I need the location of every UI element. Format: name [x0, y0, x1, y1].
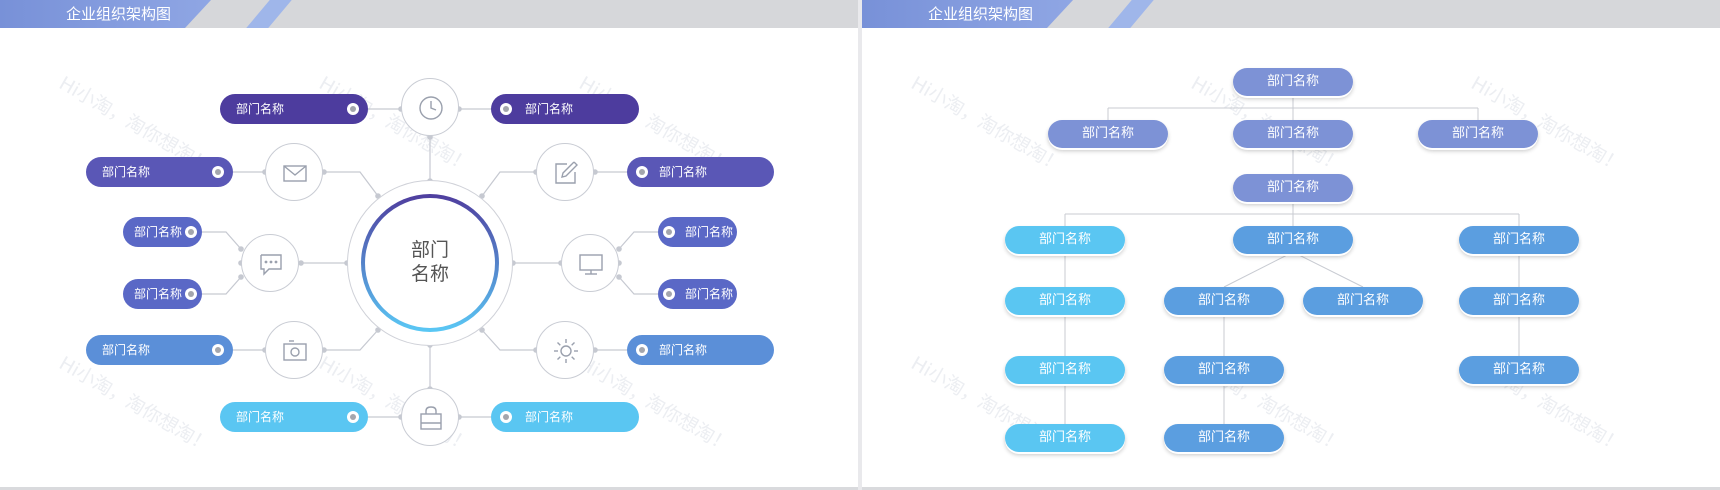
dept-pill-label: 部门名称: [525, 410, 574, 424]
pill-dot: [636, 344, 648, 356]
center-label-line1: 部门: [410, 239, 449, 261]
center-label-line2: 名称: [410, 263, 449, 285]
pill-dot: [636, 166, 648, 178]
org-node[interactable]: 部门名称: [1005, 226, 1125, 254]
dept-pill[interactable]: 部门名称: [627, 335, 774, 365]
pill-dot: [347, 103, 359, 115]
org-node[interactable]: 部门名称: [1233, 226, 1353, 254]
pill-dot: [500, 411, 512, 423]
pill-dot: [212, 344, 224, 356]
org-node[interactable]: 部门名称: [1164, 356, 1284, 384]
dept-pill[interactable]: 部门名称: [658, 217, 737, 247]
dept-pill[interactable]: 部门名称: [86, 335, 233, 365]
dept-pill-label: 部门名称: [525, 102, 574, 116]
dept-pill[interactable]: 部门名称: [491, 94, 639, 124]
pill-dot: [663, 288, 675, 300]
bag-icon: [401, 388, 459, 446]
tree-connectors: [1064, 95, 1520, 424]
slide-right: 企业组织架构图 Hi小淘，淘你想淘！ Hi小淘，淘你想淘！ Hi小淘，淘你想淘！…: [862, 0, 1720, 490]
dept-pill-label: 部门名称: [134, 287, 183, 301]
image-icon: [265, 321, 323, 379]
sun-icon: [536, 321, 594, 379]
dept-pill[interactable]: 部门名称: [220, 94, 368, 124]
org-node-root[interactable]: 部门名称: [1233, 68, 1353, 96]
dept-pill-label: 部门名称: [659, 165, 708, 179]
chat-icon: [241, 234, 299, 292]
org-node[interactable]: 部门名称: [1418, 120, 1538, 148]
dept-pill-label: 部门名称: [236, 410, 285, 424]
monitor-icon: [561, 234, 619, 292]
org-node[interactable]: 部门名称: [1164, 287, 1284, 315]
dept-pill-label: 部门名称: [134, 225, 183, 239]
dept-pill[interactable]: 部门名称: [123, 279, 202, 309]
dept-pill[interactable]: 部门名称: [491, 402, 639, 432]
bottom-rule: [862, 487, 1720, 490]
org-node[interactable]: 部门名称: [1303, 287, 1423, 315]
page-title: 企业组织架构图: [862, 0, 1073, 28]
dept-pill-label: 部门名称: [685, 225, 734, 239]
pill-dot: [212, 166, 224, 178]
dept-pill[interactable]: 部门名称: [123, 217, 202, 247]
org-node[interactable]: 部门名称: [1233, 174, 1353, 202]
org-node[interactable]: 部门名称: [1164, 424, 1284, 452]
clock-icon: [401, 78, 459, 136]
dept-pill-label: 部门名称: [236, 102, 285, 116]
org-node[interactable]: 部门名称: [1233, 120, 1353, 148]
dept-pill-label: 部门名称: [685, 287, 734, 301]
org-node[interactable]: 部门名称: [1048, 120, 1168, 148]
dept-pill-label: 部门名称: [659, 343, 708, 357]
pill-dot: [500, 103, 512, 115]
org-node[interactable]: 部门名称: [1459, 287, 1579, 315]
mail-icon: [265, 143, 323, 201]
connector-lines: [202, 106, 658, 420]
org-node[interactable]: 部门名称: [1459, 226, 1579, 254]
dept-pill-label: 部门名称: [102, 165, 151, 179]
pill-dot: [347, 411, 359, 423]
dept-pill[interactable]: 部门名称: [627, 157, 774, 187]
dept-pill-label: 部门名称: [102, 343, 151, 357]
edit-icon: [536, 143, 594, 201]
dept-pill[interactable]: 部门名称: [220, 402, 368, 432]
pill-dot: [663, 226, 675, 238]
center-label: 部门 名称: [365, 238, 495, 286]
org-node[interactable]: 部门名称: [1005, 424, 1125, 452]
slide-left: 企业组织架构图 Hi小淘，淘你想淘！ Hi小淘，淘你想淘！ Hi小淘，淘你想淘！…: [0, 0, 858, 490]
org-node[interactable]: 部门名称: [1005, 356, 1125, 384]
org-node[interactable]: 部门名称: [1459, 356, 1579, 384]
pill-dot: [185, 288, 197, 300]
pill-dot: [185, 226, 197, 238]
center-node[interactable]: [365, 198, 495, 328]
dept-pill[interactable]: 部门名称: [658, 279, 737, 309]
org-node[interactable]: 部门名称: [1005, 287, 1125, 315]
bottom-rule: [0, 487, 858, 490]
dept-pill[interactable]: 部门名称: [86, 157, 233, 187]
page-title: 企业组织架构图: [0, 0, 211, 28]
